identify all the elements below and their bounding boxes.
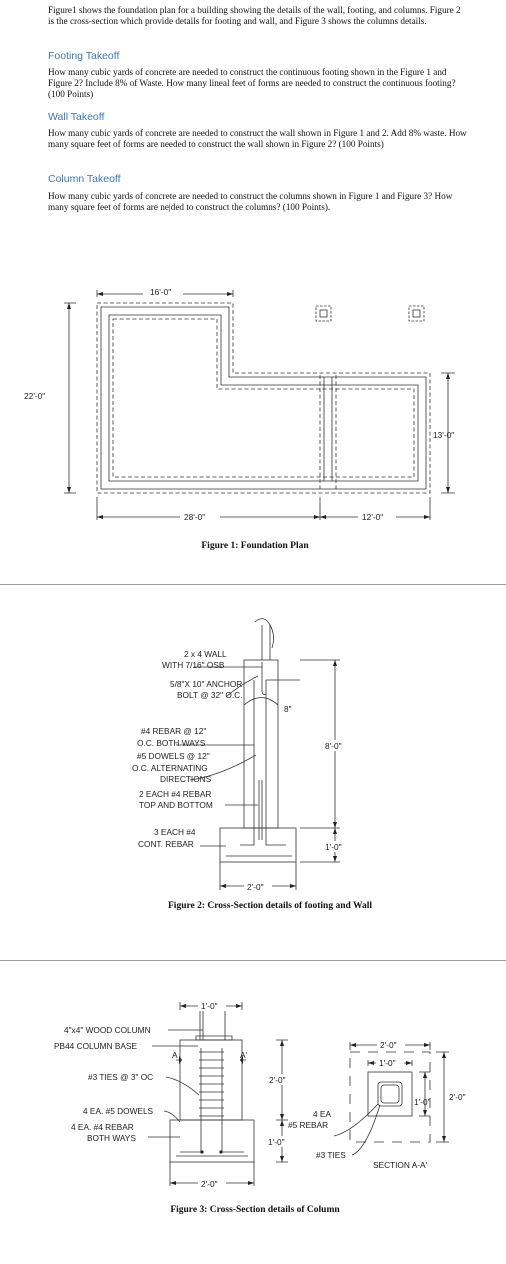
heading-column-takeoff: Column Takeoff <box>48 173 121 185</box>
fig3-label-ea-1: 4 EA <box>313 1109 331 1119</box>
fig1-dim-top: 16'-0" <box>150 287 171 297</box>
figure-3-caption: Figure 3: Cross-Section details of Colum… <box>170 1205 340 1215</box>
fig2-label-wall-2: WITH 7/16" OSB <box>162 660 225 670</box>
fig2-label-cont-2: CONT. REBAR <box>138 839 194 849</box>
fig1-dim-bottom-left: 28'-0" <box>184 512 205 522</box>
heading-footing-takeoff: Footing Takeoff <box>48 50 120 62</box>
fig2-label-bolt-2: BOLT @ 32" O.C. <box>177 690 242 700</box>
fig3-dim-sec-inner-h: 1'-0" <box>414 1097 431 1107</box>
fig3-dim-sec-inner-w: 1'-0" <box>379 1058 396 1068</box>
fig3-label-ea-2: #5 REBAR <box>288 1120 328 1130</box>
fig3-label-ties2: #3 TIES <box>316 1150 346 1160</box>
intro-paragraph: Figure1 shows the foundation plan for a … <box>48 5 461 27</box>
fig2-label-dowel-3: DIRECTIONS <box>160 774 212 784</box>
fig3-label-a: A <box>172 1050 178 1060</box>
fig2-label-rebar-2: O.C. BOTH WAYS <box>137 738 206 748</box>
fig3-dim-col-h: 2'-0" <box>269 1075 286 1085</box>
separator-2 <box>0 960 506 961</box>
fig2-label-each-2: TOP AND BOTTOM <box>139 800 213 810</box>
fig3-dim-col-w: 1'-0" <box>201 1001 218 1011</box>
figure-1-caption: Figure 1: Foundation Plan <box>201 541 309 551</box>
foundation-plan-drawing: 16'-0" 22'-0" 13'-0" 28'-0" 12'-0" <box>23 286 455 522</box>
footing-wall-section-drawing: 2 x 4 WALL WITH 7/16" OSB 5/8"X 10" ANCH… <box>132 618 342 892</box>
fig3-label-dowels: 4 EA. #5 DOWELS <box>83 1106 154 1116</box>
fig1-dim-left: 22'-0" <box>24 391 45 401</box>
column-section-drawing: 1'-0" 4"x4" WOOD COLUMN PB44 COLUMN BASE… <box>54 1001 466 1189</box>
fig2-label-cont-1: 3 EACH #4 <box>154 827 196 837</box>
figure-2-caption: Figure 2: Cross-Section details of footi… <box>168 901 372 911</box>
fig2-label-rebar-1: #4 REBAR @ 12" <box>141 726 206 736</box>
fig3-dim-footing-w: 2'-0" <box>201 1179 218 1189</box>
heading-wall-takeoff: Wall Takeoff <box>48 111 105 123</box>
fig2-label-dowel-2: O.C. ALTERNATING <box>132 763 208 773</box>
fig3-label-ties: #3 TIES @ 3" OC <box>88 1072 153 1082</box>
fig2-label-bolt-1: 5/8"X 10" ANCHOR <box>170 679 242 689</box>
fig2-dim-wall-h: 8'-0" <box>325 741 342 751</box>
fig2-dim-wall-thk: 8" <box>284 704 292 714</box>
fig3-label-a-prime: A' <box>240 1050 248 1060</box>
fig2-label-each-1: 2 EACH #4 REBAR <box>139 789 211 799</box>
fig3-label-section: SECTION A-A' <box>373 1160 428 1170</box>
fig3-dim-sec-outer-w: 2'-0" <box>380 1040 397 1050</box>
fig2-label-dowel-1: #5 DOWELS @ 12" <box>137 751 210 761</box>
wall-question: How many cubic yards of concrete are nee… <box>48 128 467 150</box>
fig3-dim-sec-outer-h: 2'-0" <box>449 1092 466 1102</box>
fig2-dim-footing-h: 1'-0" <box>325 842 342 852</box>
fig2-label-wall-1: 2 x 4 WALL <box>184 649 227 659</box>
column-question: How many cubic yards of concrete are nee… <box>48 191 453 213</box>
fig3-label-base: PB44 COLUMN BASE <box>54 1041 137 1051</box>
fig1-dim-right: 13'-0" <box>433 430 454 440</box>
fig2-dim-footing-w: 2'-0" <box>247 882 264 892</box>
separator-1 <box>0 584 506 585</box>
fig1-dim-bottom-right: 12'-0" <box>362 512 383 522</box>
fig3-label-rebar-1: 4 EA. #4 REBAR <box>71 1122 134 1132</box>
fig3-dim-footing-h: 1'-0" <box>268 1137 285 1147</box>
fig3-label-rebar-2: BOTH WAYS <box>87 1133 136 1143</box>
fig3-label-wood-col: 4"x4" WOOD COLUMN <box>64 1025 151 1035</box>
footing-question: How many cubic yards of concrete are nee… <box>48 67 456 100</box>
